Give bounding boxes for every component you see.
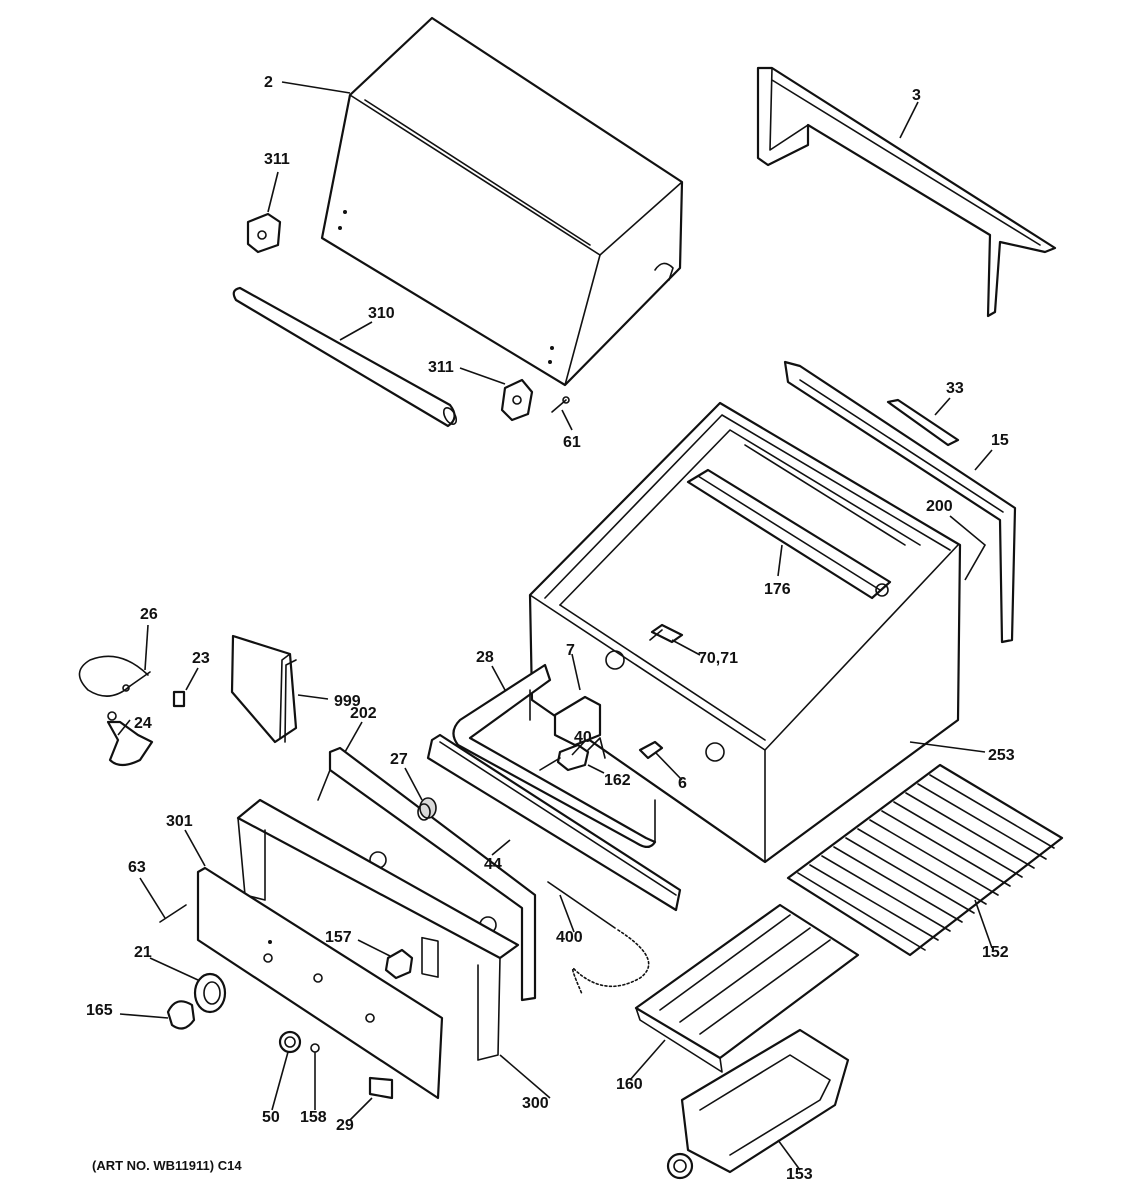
callout-28: 28	[476, 649, 494, 666]
callout-253: 253	[988, 747, 1015, 764]
callout-165: 165	[86, 1002, 113, 1019]
callout-50: 50	[262, 1109, 280, 1126]
rating-label-drawing	[368, 1076, 394, 1100]
bezel-drawing	[193, 972, 227, 1014]
leader-lines	[117, 81, 993, 1171]
igniter-switch-drawing	[384, 948, 414, 980]
callout-24: 24	[134, 715, 152, 732]
hose-assembly-drawing	[78, 655, 151, 697]
callout-162: 162	[604, 772, 631, 789]
callout-70-71: 70,71	[698, 650, 739, 667]
electrode-drawing	[649, 623, 684, 644]
control-panel-drawing	[196, 866, 444, 1100]
callout-176: 176	[764, 581, 791, 598]
art-number: (ART NO. WB11911) C14	[92, 1158, 242, 1173]
handle-bracket-bottom-drawing	[500, 378, 534, 422]
screw-158-drawing	[310, 1043, 320, 1053]
callout-202: 202	[350, 705, 377, 722]
callout-158: 158	[300, 1109, 327, 1126]
callout-40: 40	[574, 729, 592, 746]
callout-33: 33	[946, 380, 964, 397]
callout-7: 7	[566, 642, 575, 659]
callout-23: 23	[192, 650, 210, 667]
callout-63: 63	[128, 859, 146, 876]
callout-6: 6	[678, 775, 687, 792]
match-chain-drawing	[547, 881, 650, 995]
callout-15: 15	[991, 432, 1009, 449]
callout-311-top: 311	[264, 151, 290, 168]
callout-400: 400	[556, 929, 583, 946]
callout-61: 61	[563, 434, 581, 451]
callout-26: 26	[140, 606, 158, 623]
knob-insert-drawing	[417, 797, 437, 821]
callout-152: 152	[982, 944, 1009, 961]
cooking-grate-drawing	[786, 763, 1064, 957]
rotisserie-burner-drawing	[686, 468, 892, 600]
callout-157: 157	[325, 929, 352, 946]
handle-bracket-top-drawing	[246, 212, 282, 254]
callout-300: 300	[522, 1095, 549, 1112]
burner-drawing	[666, 1028, 850, 1180]
callout-999: 999	[334, 693, 361, 710]
callout-29: 29	[336, 1117, 354, 1134]
valve-drawing	[539, 737, 606, 772]
callout-200: 200	[926, 498, 953, 515]
callout-153: 153	[786, 1166, 813, 1183]
callout-27: 27	[390, 751, 408, 768]
drip-tray-handle-drawing	[426, 733, 682, 912]
callout-160: 160	[616, 1076, 643, 1093]
knob-drawing	[166, 1000, 196, 1030]
callout-2: 2	[264, 74, 273, 91]
rear-panel-drawing	[783, 360, 1017, 644]
callout-3: 3	[912, 87, 921, 104]
heat-shield-drawing	[886, 398, 960, 447]
screw-63-drawing	[159, 904, 187, 923]
lid-rear-frame-drawing	[756, 66, 1057, 318]
lid-drawing	[320, 16, 684, 387]
callout-44: 44	[484, 856, 502, 873]
manual-drawing	[230, 634, 298, 744]
lid-handle-drawing	[232, 286, 458, 428]
grill-body-drawing	[528, 401, 962, 864]
callout-310: 310	[368, 305, 395, 322]
orifice-drawing	[172, 690, 186, 708]
igniter-button-drawing	[278, 1030, 302, 1054]
briquette-tray-drawing	[634, 903, 860, 1073]
manifold-drawing	[452, 663, 657, 849]
callout-301: 301	[166, 813, 193, 830]
bracket-7-drawing	[553, 695, 602, 747]
control-panel-bracket-drawing	[317, 746, 537, 1002]
front-panel-frame-drawing	[236, 798, 520, 1061]
callout-21: 21	[134, 944, 152, 961]
screw-61-drawing	[551, 396, 570, 413]
igniter-6-drawing	[638, 740, 664, 760]
callout-311-bottom: 311	[428, 359, 454, 376]
